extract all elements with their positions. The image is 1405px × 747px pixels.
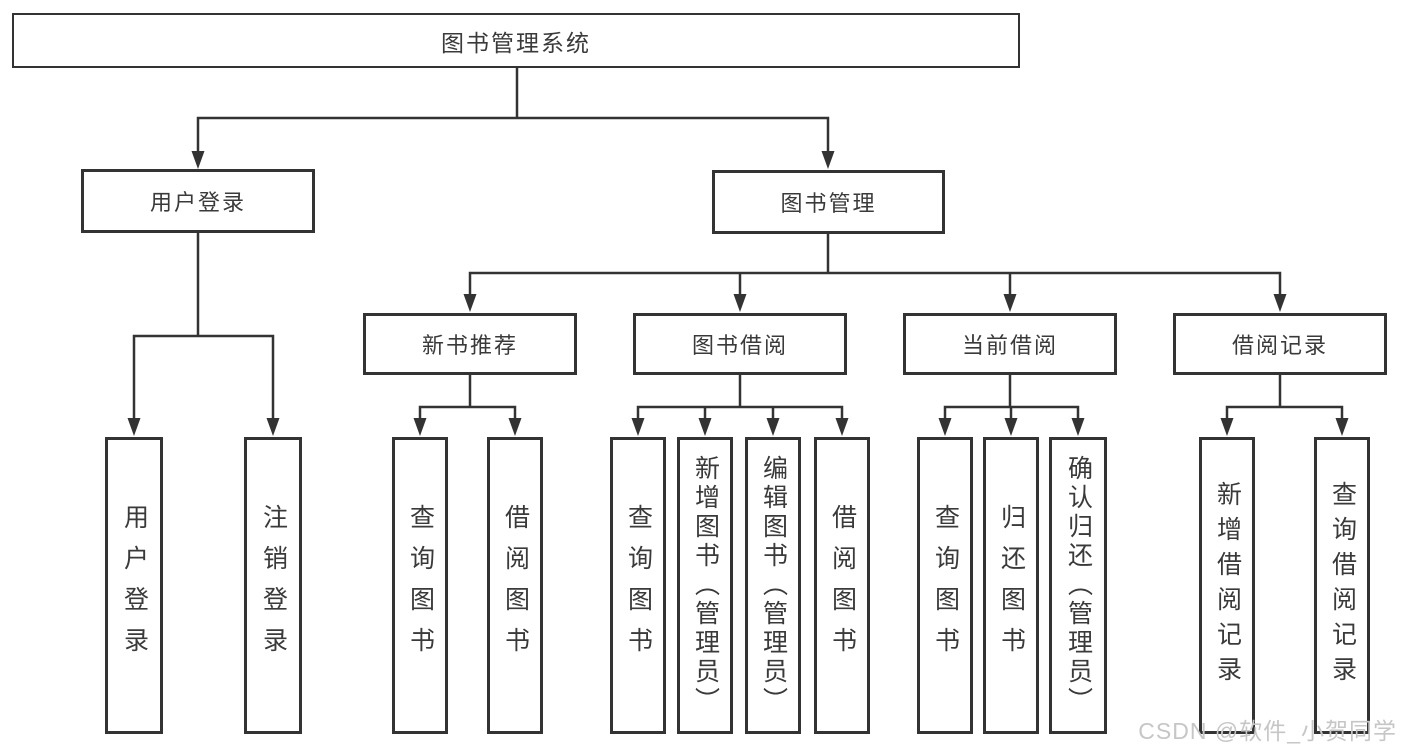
leaf-label: 确认归还（管理员） (1064, 455, 1093, 716)
leaf-label: 编辑图书（管理员） (759, 455, 788, 716)
node-borrow-records: 借阅记录 (1173, 313, 1387, 375)
leaf-label: 查询图书 (931, 503, 960, 668)
leaf-label: 归还图书 (997, 503, 1026, 668)
leaf-logout: 注销登录 (244, 437, 302, 734)
node-library-management-system: 图书管理系统 (12, 13, 1020, 68)
leaf-return-books: 归还图书 (983, 437, 1039, 734)
leaf-label: 借阅图书 (501, 503, 530, 668)
node-book-borrow: 图书借阅 (633, 313, 847, 375)
leaf-label: 用户登录 (120, 503, 149, 668)
leaf-label: 查询图书 (406, 503, 435, 668)
node-new-book-recommend: 新书推荐 (363, 313, 577, 375)
leaf-query-books-recommend: 查询图书 (392, 437, 448, 734)
node-label: 图书管理 (780, 191, 877, 216)
leaf-label: 查询借阅记录 (1328, 480, 1357, 691)
node-user-login: 用户登录 (81, 169, 315, 233)
leaf-borrow-books: 借阅图书 (814, 437, 870, 734)
leaf-add-books-admin: 新增图书（管理员） (677, 437, 733, 734)
node-label: 用户登录 (149, 190, 246, 215)
node-current-borrow: 当前借阅 (903, 313, 1117, 375)
node-label: 当前借阅 (961, 333, 1058, 358)
leaf-user-login: 用户登录 (105, 437, 163, 734)
leaf-edit-books-admin: 编辑图书（管理员） (745, 437, 801, 734)
leaf-label: 新增借阅记录 (1213, 480, 1242, 691)
leaf-query-borrow-record: 查询借阅记录 (1314, 437, 1370, 734)
leaf-add-borrow-record: 新增借阅记录 (1199, 437, 1255, 734)
leaf-confirm-return-admin: 确认归还（管理员） (1049, 437, 1107, 734)
leaf-query-books-borrow: 查询图书 (610, 437, 666, 734)
leaf-label: 查询图书 (624, 503, 653, 668)
leaf-label: 注销登录 (259, 503, 288, 668)
leaf-borrow-books-recommend: 借阅图书 (487, 437, 543, 734)
node-book-management: 图书管理 (712, 170, 945, 234)
leaf-label: 新增图书（管理员） (691, 455, 720, 716)
leaf-label: 借阅图书 (828, 503, 857, 668)
node-label: 图书借阅 (691, 333, 788, 358)
csdn-watermark: CSDN @软件_小贺同学 (1138, 718, 1397, 744)
node-label: 图书管理系统 (441, 29, 591, 56)
node-label: 借阅记录 (1231, 333, 1328, 358)
node-label: 新书推荐 (421, 333, 518, 358)
leaf-query-books-current: 查询图书 (917, 437, 973, 734)
